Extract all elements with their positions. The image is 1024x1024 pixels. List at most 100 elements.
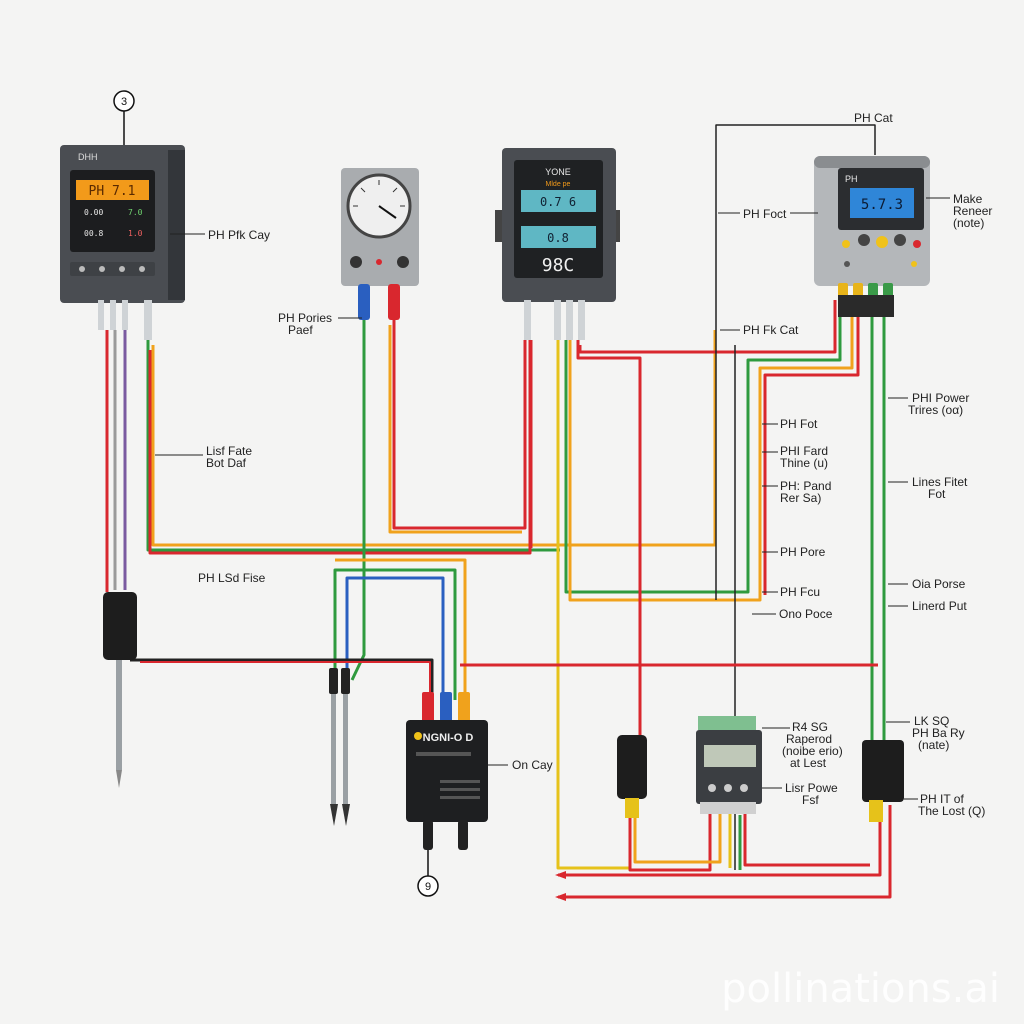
wire-bottom-orange (633, 795, 722, 864)
label-ph-lsd-fise: PH LSd Fise (198, 571, 266, 585)
label-oia-porse: Oia Porse (912, 577, 966, 591)
label-linerd-put: Linerd Put (912, 599, 967, 613)
wire-meter3-red2 (576, 340, 642, 740)
gauge-connector-red (388, 284, 400, 320)
meter3-lcd-2 (521, 226, 596, 248)
wire-meter3-green (564, 300, 842, 594)
meter1-row1b: 7.0 (128, 208, 143, 217)
label-bot-daf: Bot Daf (206, 456, 247, 470)
wire-ph-cat-black (715, 124, 876, 600)
wire-bottom-red1 (628, 790, 712, 872)
callout-top-left: 3 (113, 90, 135, 145)
relay-button[interactable] (724, 784, 732, 792)
callout-bottom: 9 (417, 850, 439, 897)
label-lisf-fate: Lisf Fate (206, 444, 252, 458)
label-trires: Trires (oα) (908, 403, 963, 417)
label-paef: Paef (288, 323, 313, 337)
meter4-button[interactable] (858, 234, 870, 246)
ph-meter-center: YONE Mlde pe 0.7 6 0.8 98C (495, 148, 620, 340)
meter1-reading: PH 7.1 (89, 184, 136, 199)
gauge-knob-left[interactable] (350, 256, 362, 268)
label-ph-cat-top: PH Cat (854, 111, 893, 125)
meter3-val3: 98C (542, 255, 575, 276)
label-ph-foct: PH Foct (743, 207, 787, 221)
ph-meter-left: DHH PH 7.1 0.00 7.0 00.8 1.0 (60, 145, 185, 340)
label-raperod: Raperod (786, 732, 832, 746)
meter4-button[interactable] (894, 234, 906, 246)
meter1-button[interactable] (119, 266, 125, 272)
label-ph-pand: PH: Pand (780, 479, 831, 493)
wire-module-green (333, 568, 457, 700)
label-nate: (nate) (918, 738, 949, 752)
controller-module: NGNI-O D (406, 692, 488, 850)
wire-meter3-red3 (578, 300, 837, 354)
meter1-button[interactable] (79, 266, 85, 272)
wire-module-blue (345, 576, 445, 700)
wire-gauge-green (350, 320, 366, 681)
label-lisr-powe: Lisr Powe (785, 781, 838, 795)
meter4-reading: 5.7.3 (861, 197, 903, 213)
wire-meter1-green-loop (146, 340, 560, 552)
meter3-val2: 0.8 (547, 231, 569, 245)
label-on-cay: On Cay (512, 758, 553, 772)
label-fsf: Fsf (802, 793, 819, 807)
wires (105, 124, 892, 899)
ph-meter-right: PH 5.7.3 (814, 156, 930, 317)
meter1-button[interactable] (139, 266, 145, 272)
diagram-labels: PH Cat PH Foct Make Reneer (note) PH Pfk… (155, 111, 992, 818)
label-lk-sq: LK SQ (914, 714, 949, 728)
label-the-lost: The Lost (Q) (918, 804, 985, 818)
relay-button[interactable] (708, 784, 716, 792)
meter1-button[interactable] (99, 266, 105, 272)
module-label: NGNI-O D (423, 732, 474, 744)
meter1-row2b: 1.0 (128, 229, 143, 238)
relay-button[interactable] (740, 784, 748, 792)
label-ph-ba-ry: PH Ba Ry (912, 726, 965, 740)
twin-probes (329, 668, 350, 826)
label-lines-fitet: Lines Fitet (912, 475, 968, 489)
gauge-knob-right[interactable] (397, 256, 409, 268)
label-phi-fard: PHI Fard (780, 444, 828, 458)
meter4-button[interactable] (876, 236, 888, 248)
label-noibe: (noibe erio) (782, 744, 843, 758)
label-thine: Thine (u) (780, 456, 828, 470)
svg-text:9: 9 (425, 881, 431, 893)
wire-meter1-orange-loop (151, 330, 717, 547)
wire-bottom-red2 (558, 800, 882, 877)
watermark: pollinations.ai (721, 966, 1000, 1012)
label-reneer: Reneer (953, 204, 992, 218)
wire-meter4-red (763, 300, 860, 595)
svg-text:3: 3 (121, 96, 127, 108)
arrow-tip-2 (555, 893, 566, 901)
label-rer-sa: Rer Sa) (780, 491, 821, 505)
label-ono-poce: Ono Poce (779, 607, 833, 621)
arrow-tip-1 (555, 871, 566, 879)
label-ph-it: PH IT of (920, 792, 964, 806)
label-r4-sg: R4 SG (792, 720, 828, 734)
relay-lcd (704, 745, 756, 767)
analog-gauge-unit (341, 168, 419, 320)
ph-probe-left (103, 592, 137, 788)
label-at-lest: at Lest (790, 756, 827, 770)
meter3-val1: 0.7 6 (540, 195, 576, 209)
label-make: Make (953, 192, 983, 206)
wire-gauge-orange (388, 325, 522, 534)
label-ph-pfk-cay: PH Pfk Cay (208, 228, 270, 242)
label-phi-power: PHI Power (912, 391, 969, 405)
meter1-row1a: 0.00 (84, 208, 103, 217)
meter1-lcd (76, 180, 149, 200)
meter3-screen (514, 160, 603, 278)
wire-meter3-yellow (556, 340, 630, 870)
label-ph-fcu: PH Fcu (780, 585, 820, 599)
meter3-lcd-1 (521, 190, 596, 212)
wire-gauge-red (392, 320, 527, 530)
wire-module-orange (335, 558, 467, 700)
label-note: (note) (953, 216, 984, 230)
label-ph-pore: PH Pore (780, 545, 826, 559)
wire-bottom-red4 (743, 810, 870, 867)
meter4-button[interactable] (913, 240, 921, 248)
meter4-button[interactable] (842, 240, 850, 248)
gauge-needle (378, 205, 397, 219)
label-ph-fot: PH Fot (780, 417, 818, 431)
